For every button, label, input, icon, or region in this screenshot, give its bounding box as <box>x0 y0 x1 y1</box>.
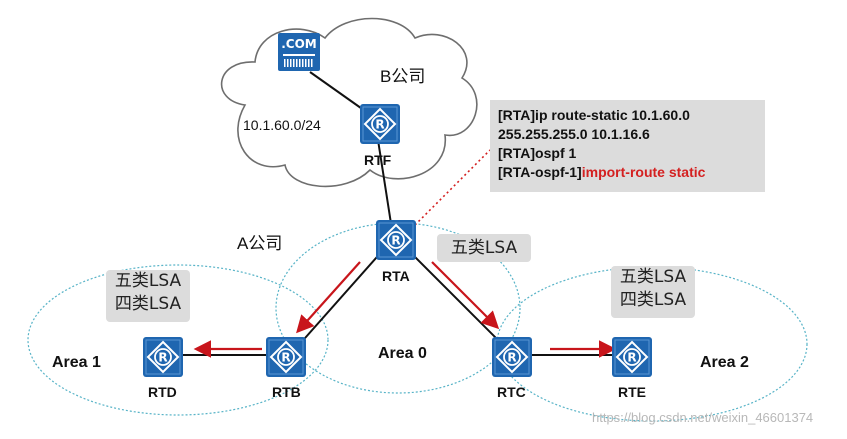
link-rtf-rta <box>377 139 393 231</box>
config-line-1: [RTA]ip route-static 10.1.60.0 <box>498 107 690 123</box>
rta-config-box: [RTA]ip route-static 10.1.60.0 255.255.2… <box>490 100 765 192</box>
link-rta-rtb <box>289 239 393 356</box>
router-rtd-icon[interactable] <box>143 337 183 377</box>
area-1-boundary <box>27 264 329 416</box>
watermark-text: https://blog.csdn.net/weixin_46601374 <box>592 410 814 425</box>
com-server-icon: .COM <box>278 33 320 71</box>
config-line-4-command: import-route static <box>581 164 706 180</box>
company-b-cloud <box>220 17 478 188</box>
area-2-type4-lsa: 四类LSA <box>619 290 687 310</box>
lsa-arrow-rta-to-rtc <box>431 261 500 330</box>
area-1-type5-lsa: 五类LSA <box>114 271 182 291</box>
server-label: .COM <box>281 37 317 51</box>
area-0-lsa-tag: 五类LSA <box>437 234 531 262</box>
router-rta-icon[interactable] <box>376 220 416 260</box>
config-line-2: 255.255.255.0 10.1.16.6 <box>498 126 650 142</box>
router-rtd-label: RTD <box>148 384 177 400</box>
area-0-boundary <box>275 222 521 394</box>
config-line-4: [RTA-ospf-1]import-route static <box>498 163 757 182</box>
company-b-label: B公司 <box>380 67 426 86</box>
area-2-lsa-tag: 五类LSA 四类LSA <box>611 266 695 318</box>
router-rte-icon[interactable] <box>612 337 652 377</box>
area-0-type5-lsa: 五类LSA <box>450 238 518 258</box>
area-0-label: Area 0 <box>378 345 427 362</box>
area-1-label: Area 1 <box>52 354 101 371</box>
router-rtc-icon[interactable] <box>492 337 532 377</box>
router-rtc-label: RTC <box>497 384 526 400</box>
router-rte-label: RTE <box>618 384 646 400</box>
link-rta-rtc <box>397 239 514 356</box>
router-rtf-label: RTF <box>364 152 392 168</box>
company-a-label: A公司 <box>237 234 283 253</box>
area-2-type5-lsa: 五类LSA <box>619 267 687 287</box>
router-rtb-label: RTB <box>272 384 301 400</box>
network-prefix-label: 10.1.60.0/24 <box>243 117 321 133</box>
router-rtb-icon[interactable] <box>266 337 306 377</box>
area-1-type4-lsa: 四类LSA <box>114 294 182 314</box>
router-rtf-icon[interactable] <box>360 104 400 144</box>
config-line-4-prefix: [RTA-ospf-1] <box>498 164 582 180</box>
area-1-lsa-tag: 五类LSA 四类LSA <box>106 270 190 322</box>
area-2-label: Area 2 <box>700 354 749 371</box>
config-line-3: [RTA]ospf 1 <box>498 145 577 161</box>
lsa-arrow-rta-to-rtb <box>296 261 361 334</box>
router-rta-label: RTA <box>382 268 410 284</box>
